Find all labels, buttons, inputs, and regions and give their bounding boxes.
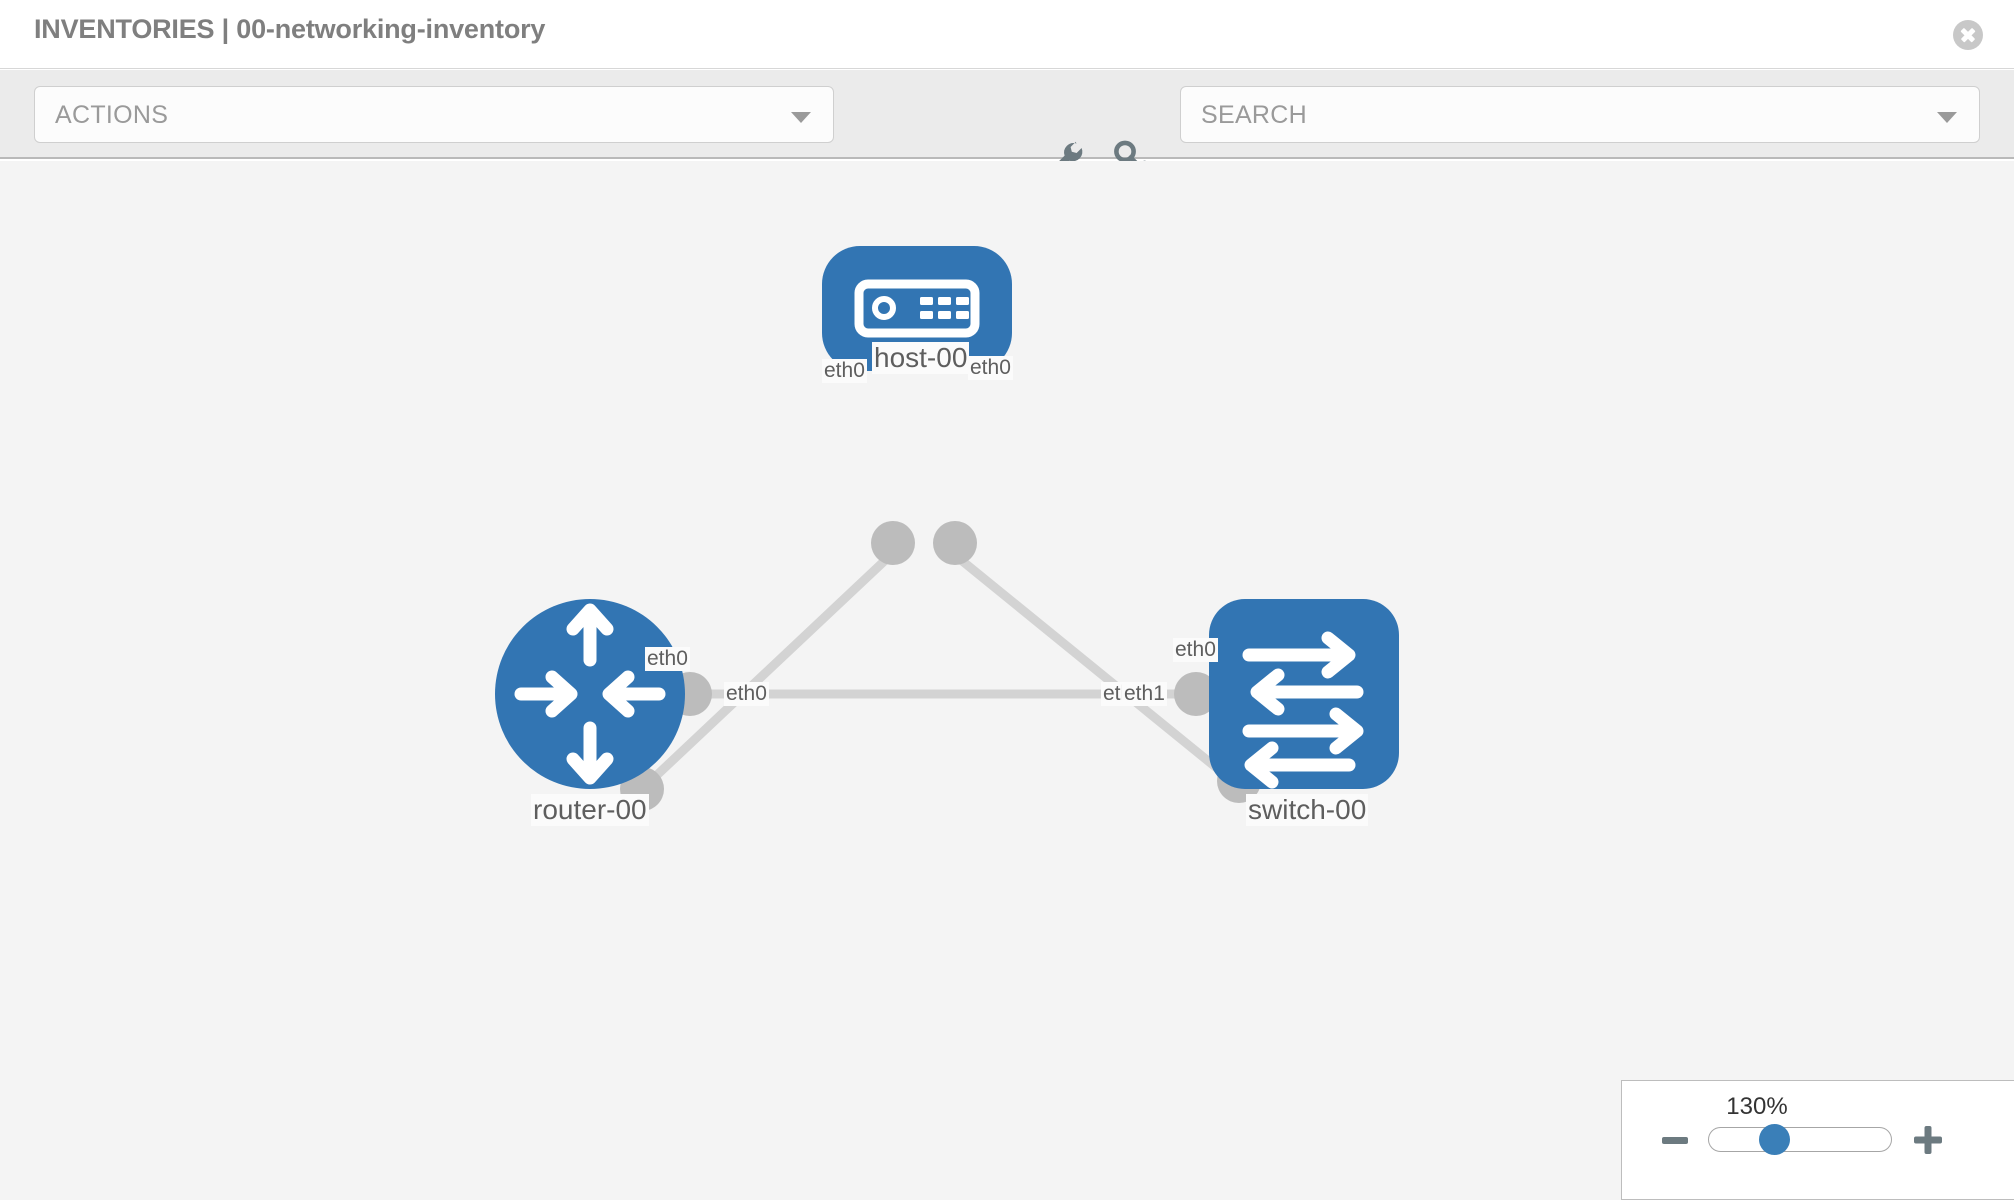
- chevron-down-icon: [1937, 112, 1957, 123]
- edge-label-host-left: eth0: [822, 359, 867, 383]
- switch-arrows-icon: [1242, 631, 1364, 789]
- edge-label-router-up: eth0: [645, 647, 690, 671]
- zoom-slider-track[interactable]: [1708, 1127, 1892, 1152]
- zoom-level-value: 130%: [1726, 1093, 1788, 1120]
- edge-host-router: [635, 546, 900, 796]
- node-label-router: router-00: [531, 794, 649, 826]
- page-header: INVENTORIES | 00-networking-inventory: [0, 0, 2014, 69]
- toolbar: ACTIONS SEARCH: [0, 70, 2014, 176]
- edge-label-switch-up: eth0: [1173, 638, 1218, 662]
- node-label-host: host-00: [872, 342, 970, 374]
- search-placeholder: SEARCH: [1201, 101, 1307, 129]
- port-host-right: [933, 521, 977, 565]
- edge-host-switch: [945, 546, 1250, 796]
- plus-icon[interactable]: [1913, 1125, 1943, 1155]
- page-title: INVENTORIES | 00-networking-inventory: [34, 14, 546, 44]
- topology-canvas[interactable]: host-00 router-00 switch-00 eth0 eth0 et…: [0, 161, 2014, 1200]
- zoom-control-panel: 130%: [1621, 1080, 2014, 1200]
- zoom-slider-thumb[interactable]: [1759, 1124, 1790, 1155]
- edge-label-host-right: eth0: [968, 356, 1013, 380]
- minus-icon[interactable]: [1662, 1137, 1688, 1144]
- edge-label-router-right: eth0: [724, 682, 769, 706]
- router-arrows-icon: [514, 603, 666, 785]
- search-input[interactable]: SEARCH: [1180, 86, 1980, 143]
- close-icon[interactable]: [1953, 20, 1983, 50]
- port-host-left: [871, 521, 915, 565]
- actions-dropdown-label: ACTIONS: [55, 101, 169, 129]
- node-host-00[interactable]: [822, 246, 1012, 371]
- actions-dropdown[interactable]: ACTIONS: [34, 86, 834, 143]
- node-label-switch: switch-00: [1246, 794, 1369, 826]
- node-router-00[interactable]: [495, 599, 685, 789]
- edge-group: [635, 546, 1250, 796]
- server-icon: [854, 279, 980, 338]
- node-switch-00[interactable]: [1209, 599, 1399, 789]
- port-group: [620, 521, 1261, 811]
- chevron-down-icon: [791, 112, 811, 123]
- edge-label-switch-left-b: eth1: [1122, 682, 1167, 706]
- port-switch-left: [1174, 672, 1218, 716]
- topology-graph: [495, 246, 1399, 811]
